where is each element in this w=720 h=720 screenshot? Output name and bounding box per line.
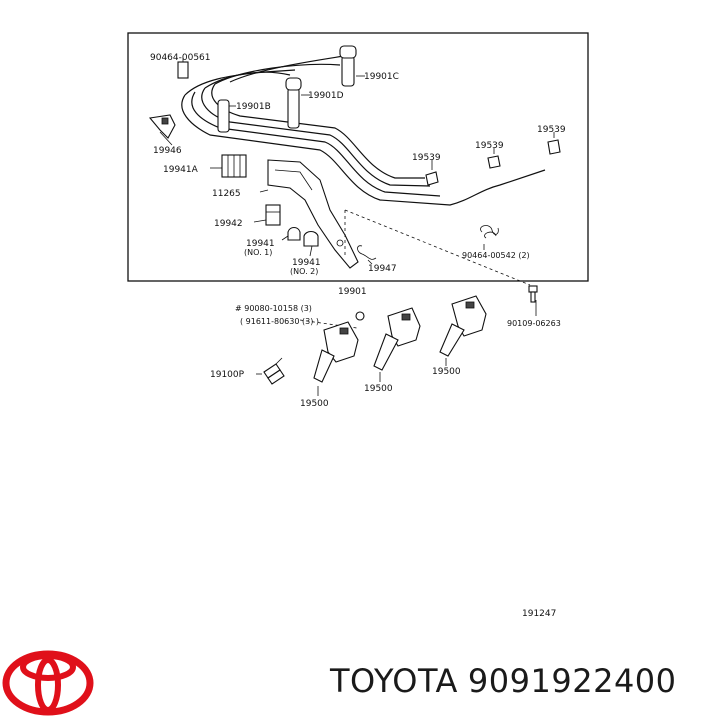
clip-19946 xyxy=(148,114,176,139)
label-19901D: 19901D xyxy=(308,91,344,101)
bolt-9008010158 xyxy=(355,311,365,321)
ignition-coil-19500-b xyxy=(373,307,421,371)
bolt-9010906263 xyxy=(528,285,538,303)
label-19901C: 19901C xyxy=(364,72,399,82)
holder-19941A xyxy=(221,154,247,178)
label-9161180630: ( 91611-80630 (3) ) xyxy=(240,317,319,326)
ignition-coil-19500-c xyxy=(439,295,487,357)
plug-boot-19901C xyxy=(339,45,365,87)
ignition-wire-set xyxy=(181,54,546,206)
clip-19539-c xyxy=(547,139,561,155)
toyota-logo-icon xyxy=(2,650,94,716)
label-9008010158: # 90080-10158 (3) xyxy=(235,304,312,313)
label-no2: (NO. 2) xyxy=(290,267,318,276)
label-19941-no1: 19941 xyxy=(246,239,275,249)
label-19500-a: 19500 xyxy=(300,399,329,409)
label-9046400542: 90464-00542 (2) xyxy=(462,251,530,260)
label-no1: (NO. 1) xyxy=(244,248,272,257)
label-19941A: 19941A xyxy=(163,165,199,175)
label-9046400561: 90464-00561 xyxy=(150,53,211,63)
plug-boot-19901D xyxy=(285,77,310,129)
label-19901B: 19901B xyxy=(236,102,271,112)
label-19941-no2: 19941 xyxy=(292,258,321,268)
holder-19941-no2 xyxy=(303,230,319,247)
label-11265: 11265 xyxy=(212,189,241,199)
label-19539-c: 19539 xyxy=(537,125,566,135)
plug-boot-19901B xyxy=(217,99,236,133)
ignition-coil-19500-a xyxy=(313,321,359,383)
label-19500-b: 19500 xyxy=(364,384,393,394)
label-9010906263: 90109-06263 xyxy=(507,319,561,328)
label-19901: 19901 xyxy=(338,287,367,297)
label-19100P: 19100P xyxy=(210,370,245,380)
clamp-9046400542 xyxy=(480,225,499,239)
clip-19947 xyxy=(357,245,377,260)
label-19539-a: 19539 xyxy=(412,153,441,163)
clamp-9046400561 xyxy=(177,58,189,79)
holder-19941-no1 xyxy=(287,226,301,241)
spark-plug-19100P xyxy=(263,357,285,385)
leader-lines xyxy=(159,131,555,396)
brand-name: TOYOTA xyxy=(330,662,458,700)
label-19539-b: 19539 xyxy=(475,141,504,151)
clip-19539-a xyxy=(425,171,439,186)
diagram-frame xyxy=(127,32,589,282)
label-19947: 19947 xyxy=(368,264,397,274)
label-19942: 19942 xyxy=(214,219,243,229)
bracket-11265 xyxy=(267,159,359,269)
part-number: 9091922400 xyxy=(467,662,677,700)
clamp-19942 xyxy=(265,204,281,226)
label-ref-191247: 191247 xyxy=(522,609,556,619)
clip-19539-b xyxy=(487,155,501,169)
label-19946: 19946 xyxy=(153,146,182,156)
label-19500-c: 19500 xyxy=(432,367,461,377)
